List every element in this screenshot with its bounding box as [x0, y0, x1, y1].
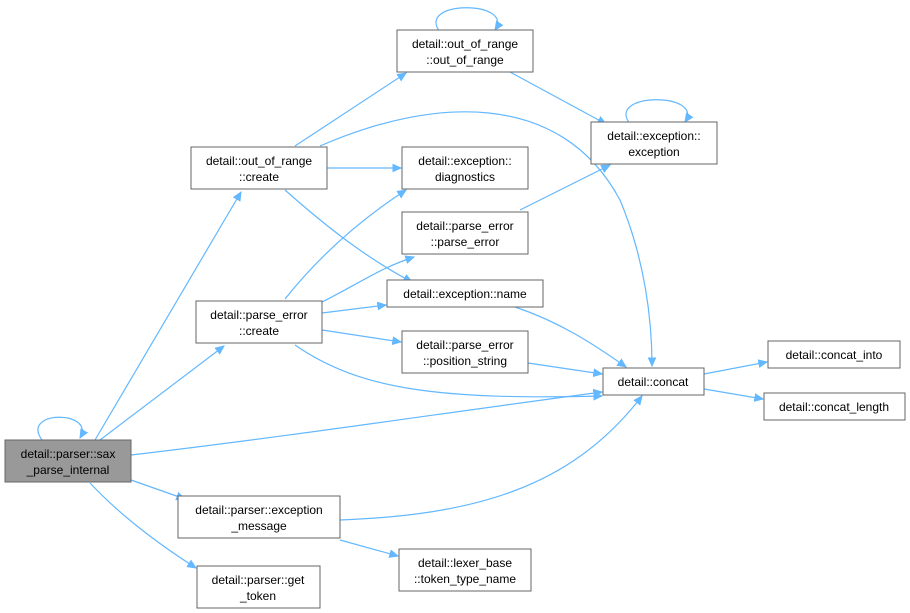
node-label-line: ::parse_error: [431, 235, 500, 249]
node-label-line: _parse_internal: [26, 463, 110, 477]
edge-sax-to-pe-create: [99, 346, 224, 441]
edge-sax-to-oor-create: [94, 192, 241, 441]
node-exception-name[interactable]: detail::exception::name: [386, 279, 544, 308]
node-label-line: detail::concat_into: [786, 348, 883, 362]
node-label-line: exception: [628, 145, 679, 159]
node-parse-error-ctor[interactable]: detail::parse_error ::parse_error: [401, 211, 529, 255]
node-concat-length[interactable]: detail::concat_length: [763, 392, 906, 421]
node-label-line: detail::out_of_range: [412, 37, 518, 51]
node-label-line: ::position_string: [423, 354, 507, 368]
edge-concat-to-concat-into: [703, 362, 767, 375]
node-sax-parse-internal[interactable]: detail::parser::sax _parse_internal: [4, 439, 132, 483]
node-get-token[interactable]: detail::parser::get _token: [196, 565, 321, 609]
edge-pe-create-to-concat: [294, 344, 602, 397]
edge-exc-ctor-self: [625, 99, 688, 125]
node-label-line: detail::parse_error: [210, 308, 307, 322]
node-parse-error-create[interactable]: detail::parse_error ::create: [195, 300, 323, 344]
node-parse-error-position-string[interactable]: detail::parse_error ::position_string: [401, 330, 529, 374]
edge-oor-create-to-oor-ctor: [294, 73, 406, 147]
edge-exc-msg-to-lexer-ttn: [339, 539, 398, 556]
edges: [37, 7, 767, 568]
node-exception-diagnostics[interactable]: detail::exception:: diagnostics: [401, 146, 529, 190]
node-label-line: _message: [230, 519, 287, 533]
edge-concat-to-concat-length: [703, 388, 763, 399]
node-out-of-range-ctor[interactable]: detail::out_of_range ::out_of_range: [396, 29, 534, 73]
edge-sax-to-exc-msg: [130, 479, 185, 499]
edge-exc-msg-to-concat: [339, 396, 642, 521]
node-label-line: detail::exception::: [418, 154, 511, 168]
node-label-line: detail::exception::name: [403, 287, 527, 301]
edge-pe-create-to-pe-ctor: [321, 257, 414, 303]
edge-pe-ctor-to-exc-ctor: [519, 164, 610, 211]
node-label-line: detail::parser::exception: [195, 503, 322, 517]
edge-pe-create-to-exc-diag: [284, 190, 406, 300]
nodes: detail::parser::sax _parse_internal deta…: [4, 29, 906, 609]
node-label-line: ::create: [239, 170, 279, 184]
edge-pe-create-to-exc-name: [321, 305, 386, 314]
node-label-line: diagnostics: [435, 170, 495, 184]
node-label-line: ::out_of_range: [426, 53, 504, 67]
node-out-of-range-create[interactable]: detail::out_of_range ::create: [190, 146, 328, 190]
edge-exc-name-to-concat: [514, 306, 626, 367]
node-label-line: detail::out_of_range: [206, 154, 312, 168]
node-label-line: detail::lexer_base: [418, 556, 512, 570]
node-exception-message[interactable]: detail::parser::exception _message: [177, 495, 341, 539]
node-label-line: detail::parser::sax: [21, 447, 116, 461]
edge-sax-to-concat: [130, 392, 602, 456]
edge-oor-create-to-exc-name: [284, 189, 412, 282]
node-label-line: ::create: [239, 324, 279, 338]
node-label-line: ::token_type_name: [414, 572, 516, 586]
node-lexer-token-type-name[interactable]: detail::lexer_base ::token_type_name: [398, 548, 532, 592]
node-label-line: detail::exception::: [607, 129, 700, 143]
edge-pe-pos-to-concat: [527, 362, 602, 374]
edge-sax-to-get-token: [89, 482, 196, 568]
node-label-line: _token: [239, 589, 276, 603]
edge-oor-ctor-to-exc-ctor: [509, 71, 606, 124]
node-label-line: detail::concat: [618, 375, 689, 389]
node-label-line: detail::parse_error: [416, 338, 513, 352]
node-label-line: detail::parser::get: [212, 573, 305, 587]
node-concat-into[interactable]: detail::concat_into: [767, 340, 901, 369]
node-exception-ctor[interactable]: detail::exception:: exception: [590, 121, 718, 165]
edge-pe-create-to-pe-pos: [321, 329, 401, 342]
edge-oor-ctor-self: [435, 7, 498, 33]
node-label-line: detail::concat_length: [779, 400, 889, 414]
edge-sax-self: [37, 416, 82, 441]
node-concat[interactable]: detail::concat: [602, 367, 705, 396]
node-label-line: detail::parse_error: [416, 219, 513, 233]
